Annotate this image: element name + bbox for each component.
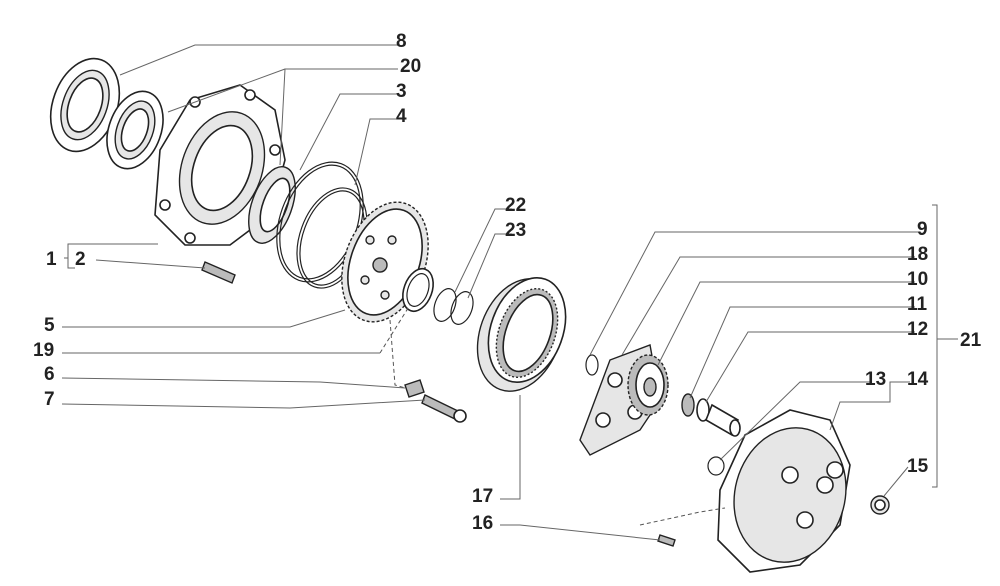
pin-part-13 (704, 403, 741, 437)
label-11: 11 (907, 294, 928, 315)
o-ring-part (707, 456, 725, 476)
bolt-part-7 (421, 394, 467, 423)
ring-gear-part-17 (476, 276, 567, 392)
label-20: 20 (400, 56, 421, 77)
label-5: 5 (44, 315, 55, 336)
label-12: 12 (907, 319, 928, 340)
label-17: 17 (472, 486, 493, 507)
planet-gear-part-10 (627, 354, 669, 416)
label-14: 14 (907, 369, 929, 390)
label-23: 23 (505, 220, 526, 241)
washer-part-12 (696, 398, 710, 422)
bearing-part (106, 90, 164, 170)
bolt-part-6 (404, 379, 425, 398)
circlip-part-19 (402, 267, 434, 313)
label-3: 3 (396, 81, 407, 102)
circlip-part-9 (585, 354, 599, 376)
label-15: 15 (907, 456, 929, 477)
seal-part-8 (49, 57, 121, 153)
label-7: 7 (44, 389, 55, 410)
label-6: 6 (44, 364, 55, 385)
screw-part-16 (657, 534, 676, 547)
label-10: 10 (907, 269, 928, 290)
needle-bearing-part-11 (681, 393, 695, 417)
plug-part-15 (870, 495, 890, 515)
label-4: 4 (396, 106, 407, 127)
leader-lines (61, 44, 958, 541)
label-8: 8 (396, 31, 407, 52)
cover-part-14 (717, 409, 851, 573)
label-21: 21 (960, 330, 982, 351)
label-16: 16 (472, 513, 493, 534)
label-18: 18 (907, 244, 928, 265)
circlip-part-23 (450, 291, 474, 325)
label-2: 2 (75, 249, 86, 270)
part-number-labels: 8 20 3 4 22 23 1 2 5 19 6 7 9 18 10 11 1… (33, 31, 982, 534)
washer-part-22 (433, 288, 457, 322)
bearing-part-20 (248, 166, 296, 244)
stud-part-2 (201, 261, 236, 284)
label-19: 19 (33, 340, 54, 361)
label-1: 1 (46, 249, 57, 270)
label-9: 9 (917, 219, 928, 240)
label-13: 13 (865, 369, 886, 390)
label-22: 22 (505, 195, 526, 216)
ring-gear-carrier-part-5 (341, 201, 429, 323)
